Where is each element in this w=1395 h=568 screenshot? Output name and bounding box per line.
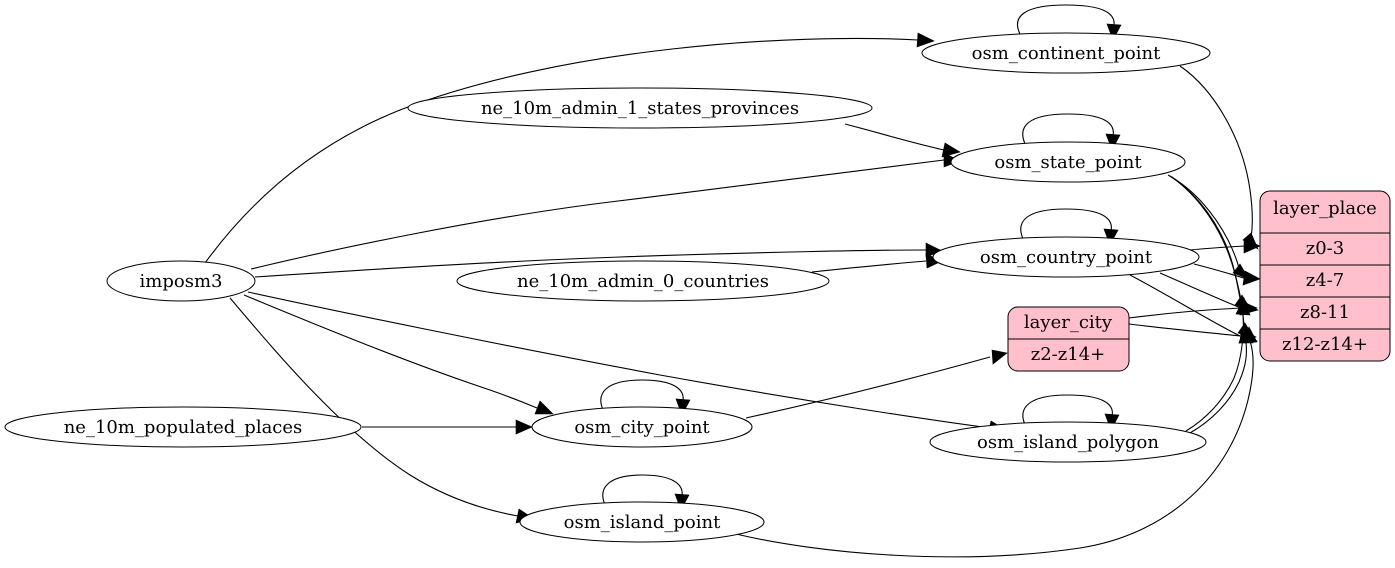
- node-osm_island_polygon[interactable]: osm_island_polygon: [929, 421, 1207, 463]
- self-loop-osm_country_point: [1020, 208, 1119, 246]
- edge-osm_island_polygon-to-layer_place-z8-11: [1185, 297, 1251, 432]
- layer_place-row-z8-11[interactable]: z8-11: [1300, 302, 1350, 323]
- layer-node-layer_city[interactable]: layer_city z2-z14+: [1007, 306, 1130, 372]
- node-ne_10m_populated_places[interactable]: ne_10m_populated_places: [4, 406, 362, 448]
- edge-osm_city_point-to-layer_city-z2-z14+: [745, 349, 1008, 419]
- edge-imposm3-to-osm_city_point: [243, 294, 554, 415]
- edge-ne_10m_admin_0_countries-to-osm_country_point: [811, 253, 943, 273]
- self-loop-osm_city_point: [600, 379, 691, 416]
- edge-ne_10m_populated_places-to-osm_city_point: [362, 419, 533, 435]
- edge-imposm3-to-osm_continent_point: [204, 32, 935, 264]
- layer_place-row-z0-3[interactable]: z0-3: [1306, 238, 1344, 259]
- node-label-osm_island_point: osm_island_point: [564, 512, 721, 533]
- node-label-ne_10m_admin_0_countries: ne_10m_admin_0_countries: [517, 271, 769, 292]
- node-ne_10m_admin_0_countries[interactable]: ne_10m_admin_0_countries: [456, 260, 830, 302]
- edge-osm_island_point-to-layer_place-z12-z14+: [735, 326, 1258, 558]
- edge-layer: [204, 4, 1261, 558]
- self-loop-osm_state_point: [1022, 113, 1121, 151]
- node-label-ne_10m_admin_1_states_provinces: ne_10m_admin_1_states_provinces: [481, 98, 799, 119]
- edge-osm_continent_point-to-layer_place-z0-3: [1179, 65, 1259, 250]
- node-osm_island_point[interactable]: osm_island_point: [519, 501, 765, 543]
- layer_city-title: layer_city: [1024, 312, 1113, 333]
- node-label-osm_city_point: osm_city_point: [574, 417, 710, 438]
- layer_place-row-z4-7[interactable]: z4-7: [1306, 270, 1344, 291]
- node-label-imposm3: imposm3: [140, 271, 223, 292]
- node-label-osm_state_point: osm_state_point: [994, 152, 1142, 173]
- node-osm_city_point[interactable]: osm_city_point: [531, 406, 753, 448]
- node-imposm3[interactable]: imposm3: [106, 260, 256, 302]
- node-osm_continent_point[interactable]: osm_continent_point: [921, 32, 1211, 74]
- layer_place-title: layer_place: [1273, 198, 1377, 219]
- layer_city-row-z2-z14plus[interactable]: z2-z14+: [1031, 344, 1106, 365]
- node-label-osm_continent_point: osm_continent_point: [972, 43, 1161, 64]
- edge-layer_city-to-layer_place-z12-z14+: [1128, 323, 1257, 344]
- node-label-ne_10m_populated_places: ne_10m_populated_places: [64, 417, 303, 438]
- node-label-osm_country_point: osm_country_point: [980, 247, 1153, 268]
- node-layer: imposm3 ne_10m_admin_1_states_provinces …: [4, 32, 1211, 543]
- layer-node-layer_place[interactable]: layer_place z0-3 z4-7 z8-11 z12-z14+: [1259, 190, 1391, 362]
- self-loop-osm_island_polygon: [1022, 394, 1120, 431]
- edge-ne_10m_admin_1_states_provinces-to-osm_state_point: [844, 123, 961, 158]
- node-label-osm_island_polygon: osm_island_polygon: [977, 432, 1159, 453]
- self-loop-osm_continent_point: [1016, 4, 1122, 41]
- edge-imposm3-to-osm_state_point: [250, 152, 961, 270]
- node-osm_state_point[interactable]: osm_state_point: [950, 141, 1186, 183]
- self-loop-osm_island_point: [602, 474, 690, 511]
- layer_place-row-z12-z14plus[interactable]: z12-z14+: [1282, 334, 1368, 355]
- edge-osm_country_point-to-layer_place-z0-3: [1189, 238, 1261, 254]
- node-ne_10m_admin_1_states_provinces[interactable]: ne_10m_admin_1_states_provinces: [407, 87, 873, 129]
- node-osm_country_point[interactable]: osm_country_point: [932, 236, 1200, 278]
- edge-osm_country_point-to-layer_place-z4-7: [1193, 263, 1261, 286]
